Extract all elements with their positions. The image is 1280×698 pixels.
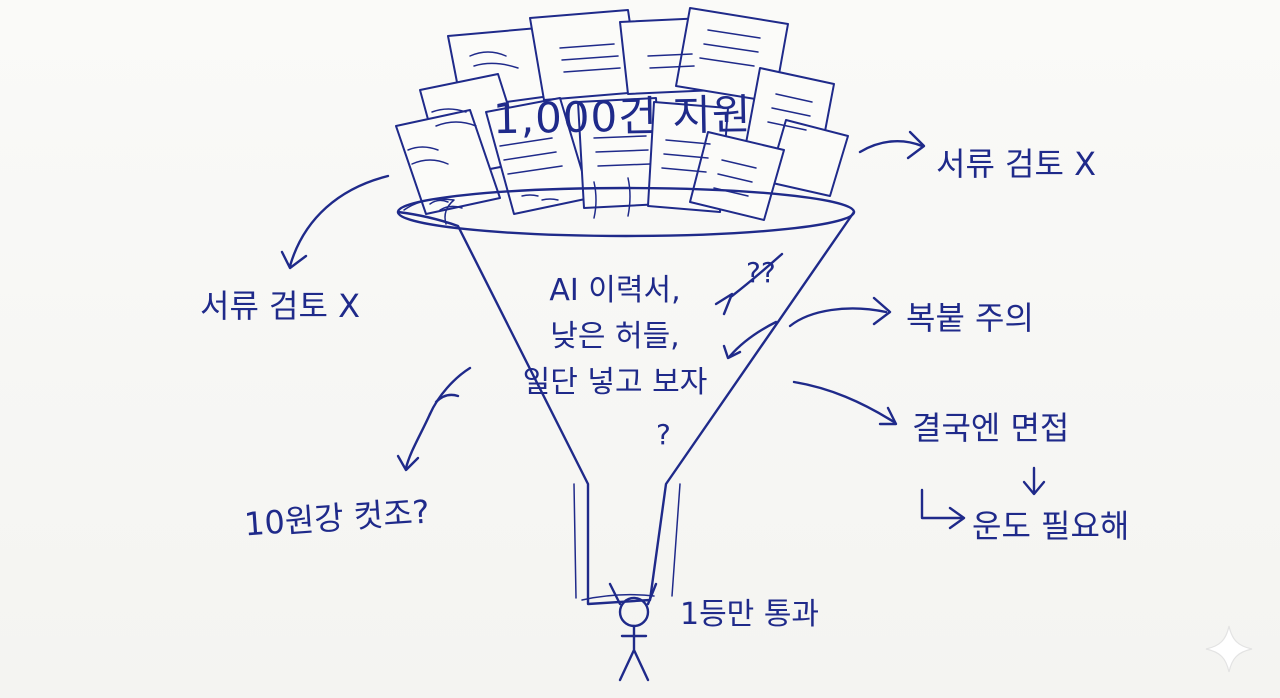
diagram-title: 1,000건 지원	[492, 89, 752, 144]
luck-label: 운도 필요해	[972, 507, 1130, 545]
interview-label: 결국엔 면접	[912, 409, 1070, 447]
pass-label: 1등만 통과	[680, 597, 820, 632]
center-text: AI 이력서, 낮은 허들, 일단 넣고 보자	[510, 268, 720, 406]
center-text-content: AI 이력서, 낮은 허들, 일단 넣고 보자	[522, 273, 708, 400]
copy-warning-label: 복붙 주의	[906, 299, 1034, 337]
question-mark-top: ??	[746, 256, 776, 289]
sparkle-icon	[1205, 625, 1253, 673]
left-review-label: 서류 검토 X	[200, 287, 361, 325]
right-review-label: 서류 검토 X	[936, 145, 1097, 183]
person-icon	[608, 582, 658, 682]
document-stack-icon	[395, 7, 849, 221]
arrow-icon	[280, 130, 1046, 530]
question-mark-bottom: ?	[656, 418, 671, 451]
